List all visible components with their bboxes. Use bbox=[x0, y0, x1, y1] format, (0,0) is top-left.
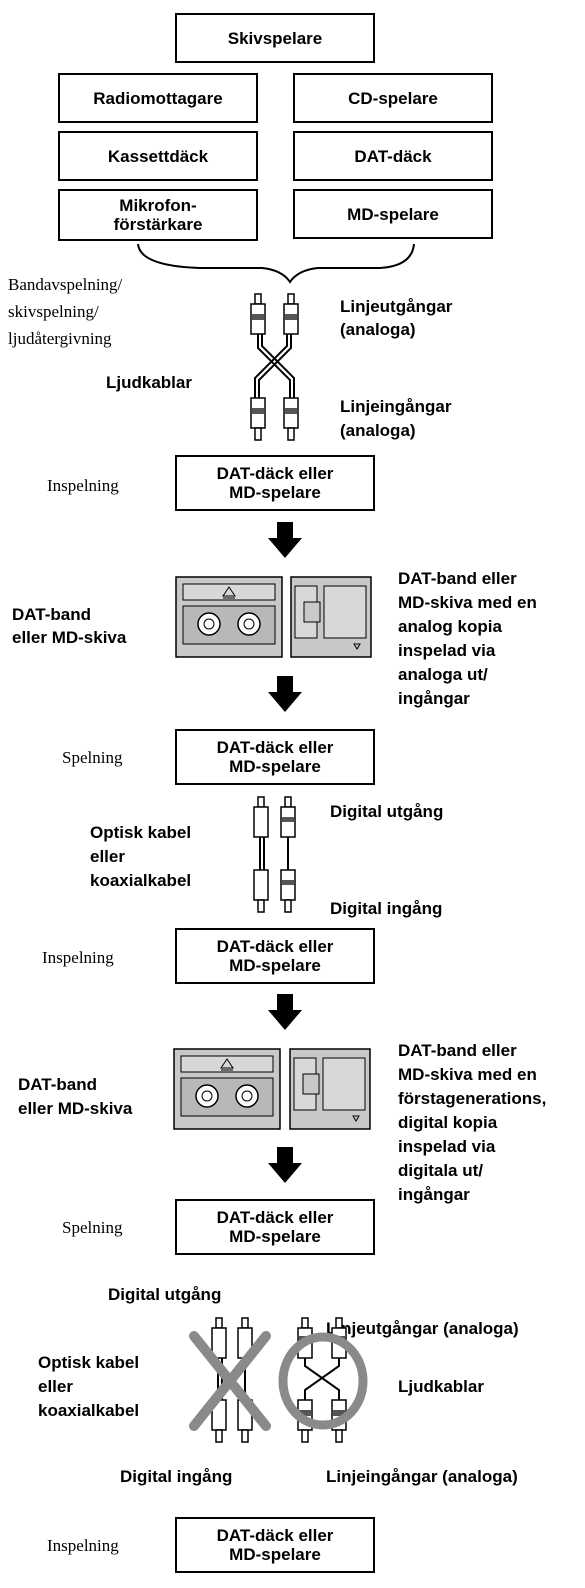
md-disc-icon bbox=[289, 1048, 371, 1130]
analog-copy-line-6: ingångar bbox=[398, 689, 470, 708]
deck-line2: MD-spelare bbox=[229, 1227, 321, 1246]
source-mic-amp: Mikrofon- förstärkare bbox=[58, 189, 258, 241]
digital-copy-line-4: digital kopia bbox=[398, 1113, 498, 1132]
line-out-label-2: (analoga) bbox=[340, 320, 416, 339]
brace-connector bbox=[137, 243, 415, 284]
prohibited-digital-in: Digital ingång bbox=[120, 1467, 233, 1486]
md-disc-icon bbox=[290, 576, 372, 658]
deck-recording-3: DAT-däck eller MD-spelare bbox=[175, 1517, 375, 1573]
source-turntable: Skivspelare bbox=[175, 13, 375, 63]
dat-cassette-icon bbox=[173, 1048, 281, 1130]
media-label-1a: DAT-band bbox=[12, 605, 92, 624]
source-mic-line2: förstärkare bbox=[113, 215, 203, 234]
down-arrow-icon bbox=[268, 522, 302, 558]
optical-label-2: eller bbox=[90, 847, 125, 866]
deck-line1: DAT-däck eller bbox=[216, 738, 334, 757]
analog-copy-line-4: inspelad via bbox=[398, 641, 496, 660]
deck-line1: DAT-däck eller bbox=[216, 1526, 334, 1545]
digital-copy-line-5: inspelad via bbox=[398, 1137, 496, 1156]
prohibited-cables: Ljudkablar bbox=[398, 1377, 484, 1396]
down-arrow-icon bbox=[268, 994, 302, 1030]
prohibited-optical-2: eller bbox=[38, 1377, 73, 1396]
recording-label-3: Inspelning bbox=[47, 1536, 119, 1555]
source-cassette-label: Kassettdäck bbox=[107, 146, 209, 166]
deck-recording-2: DAT-däck eller MD-spelare bbox=[175, 928, 375, 984]
prohibited-optical-1: Optisk kabel bbox=[38, 1353, 140, 1372]
deck-playback-2: DAT-däck eller MD-spelare bbox=[175, 1199, 375, 1255]
deck-line1: DAT-däck eller bbox=[216, 1208, 334, 1227]
playback-label-1: Spelning bbox=[62, 748, 123, 767]
rca-cable-pair-icon bbox=[250, 293, 299, 441]
down-arrow-icon bbox=[268, 1147, 302, 1183]
digital-out-label: Digital utgång bbox=[330, 802, 444, 821]
deck-line1: DAT-däck eller bbox=[216, 464, 334, 483]
prohibited-digital-out: Digital utgång bbox=[108, 1285, 222, 1304]
dat-cassette-icon bbox=[175, 576, 283, 658]
media-label-2a: DAT-band bbox=[18, 1075, 98, 1094]
digital-copy-line-3: förstagenerations, bbox=[398, 1089, 547, 1108]
prohibited-optical-3: koaxialkabel bbox=[38, 1401, 140, 1420]
optical-label-3: koaxialkabel bbox=[90, 871, 192, 890]
circle-mark-icon bbox=[278, 1332, 368, 1430]
playback-label-2: Spelning bbox=[62, 1218, 123, 1237]
digital-copy-line-1: DAT-band eller bbox=[398, 1041, 517, 1060]
digital-copy-line-6: digitala ut/ bbox=[398, 1161, 483, 1180]
cables-label: Ljudkablar bbox=[106, 373, 192, 392]
media-label-1b: eller MD-skiva bbox=[12, 628, 127, 647]
source-dat-label: DAT-däck bbox=[354, 146, 432, 166]
digital-in-label: Digital ingång bbox=[330, 899, 443, 918]
recording-label-1: Inspelning bbox=[47, 476, 119, 495]
source-mic-line1: Mikrofon- bbox=[119, 196, 197, 215]
analog-copy-line-2: MD-skiva med en bbox=[398, 593, 537, 612]
source-md-label: MD-spelare bbox=[347, 204, 439, 224]
media-label-2b: eller MD-skiva bbox=[18, 1099, 133, 1118]
down-arrow-icon bbox=[268, 676, 302, 712]
digital-copy-line-2: MD-skiva med en bbox=[398, 1065, 537, 1084]
digital-cable-pair-icon bbox=[253, 796, 296, 913]
prohibited-line-out: Linjeutgångar (analoga) bbox=[326, 1319, 519, 1338]
source-md: MD-spelare bbox=[293, 189, 493, 239]
deck-line2: MD-spelare bbox=[229, 956, 321, 975]
playback-text-2: skivspelning/ bbox=[8, 302, 99, 321]
deck-line2: MD-spelare bbox=[229, 483, 321, 502]
line-in-label-1: Linjeingångar bbox=[340, 397, 452, 416]
prohibited-line-in: Linjeingångar (analoga) bbox=[326, 1467, 518, 1486]
playback-text-1: Bandavspelning/ bbox=[8, 275, 123, 294]
line-out-label-1: Linjeutgångar bbox=[340, 297, 453, 316]
source-radio: Radiomottagare bbox=[58, 73, 258, 123]
source-dat: DAT-däck bbox=[293, 131, 493, 181]
cross-mark-icon bbox=[189, 1331, 271, 1431]
analog-copy-line-1: DAT-band eller bbox=[398, 569, 517, 588]
playback-text-3: ljudåtergivning bbox=[8, 329, 112, 348]
deck-line1: DAT-däck eller bbox=[216, 937, 334, 956]
source-turntable-label: Skivspelare bbox=[227, 28, 323, 48]
recording-label-2: Inspelning bbox=[42, 948, 114, 967]
line-in-label-2: (analoga) bbox=[340, 421, 416, 440]
deck-playback-1: DAT-däck eller MD-spelare bbox=[175, 729, 375, 785]
deck-line2: MD-spelare bbox=[229, 757, 321, 776]
source-cd-label: CD-spelare bbox=[348, 88, 438, 108]
deck-recording-1: DAT-däck eller MD-spelare bbox=[175, 455, 375, 511]
source-radio-label: Radiomottagare bbox=[93, 88, 223, 108]
optical-label-1: Optisk kabel bbox=[90, 823, 192, 842]
source-cd: CD-spelare bbox=[293, 73, 493, 123]
digital-copy-line-7: ingångar bbox=[398, 1185, 470, 1204]
analog-copy-line-3: analog kopia bbox=[398, 617, 502, 636]
deck-line2: MD-spelare bbox=[229, 1545, 321, 1564]
prohibited-cables-icon bbox=[211, 1317, 347, 1443]
source-cassette: Kassettdäck bbox=[58, 131, 258, 181]
analog-copy-line-5: analoga ut/ bbox=[398, 665, 488, 684]
